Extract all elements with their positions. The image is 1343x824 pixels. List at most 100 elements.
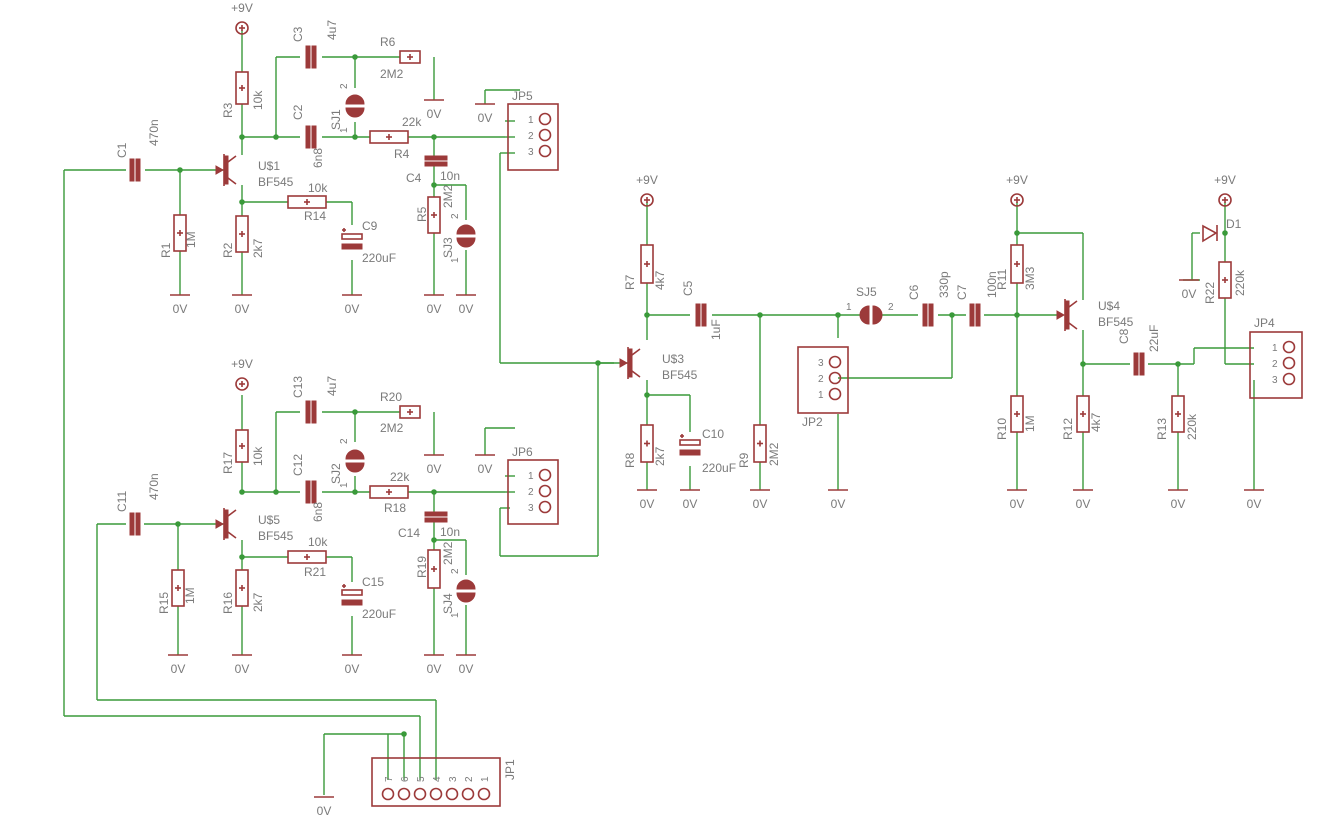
- ref-label: U$1: [258, 159, 280, 173]
- value-label: 2M2: [380, 67, 404, 81]
- pin-two-mark: 2: [450, 213, 461, 219]
- pin-number: 2: [464, 776, 475, 782]
- ground-label: 0V: [427, 107, 442, 121]
- ground-label: 0V: [171, 662, 186, 676]
- ground-symbol: 0V: [232, 654, 252, 676]
- ground-label: 0V: [427, 302, 442, 316]
- value-label: 330p: [937, 271, 951, 298]
- ground-symbol: 0V: [456, 654, 476, 676]
- ground-symbol: 0V: [1168, 489, 1188, 511]
- ref-label: R5: [415, 206, 429, 222]
- ground-label: 0V: [427, 662, 442, 676]
- ground-label: 0V: [640, 497, 655, 511]
- ref-label: R18: [384, 501, 406, 515]
- ground-label: 0V: [173, 302, 188, 316]
- ref-label: SJ5: [856, 285, 877, 299]
- ref-label: R2: [221, 242, 235, 258]
- ref-label: C11: [115, 491, 129, 512]
- ref-label: JP5: [512, 89, 533, 103]
- pin-one-mark: 1: [450, 612, 461, 618]
- ground-label: 0V: [235, 302, 250, 316]
- ref-label: R3: [221, 102, 235, 118]
- value-label: 2k7: [653, 446, 667, 466]
- ref-label: U$5: [258, 513, 280, 527]
- supply-label: +9V: [1214, 173, 1236, 187]
- ref-label: R8: [623, 452, 637, 468]
- pin-number: 1: [528, 115, 534, 126]
- ref-label: R14: [304, 209, 326, 223]
- ground-symbol: 0V: [232, 294, 252, 316]
- value-label: 1M: [183, 587, 197, 604]
- value-label: 4u7: [325, 20, 339, 40]
- ref-label: R11: [995, 269, 1009, 290]
- value-label: BF545: [662, 368, 698, 382]
- pin-number: 1: [1272, 343, 1278, 354]
- ground-label: 0V: [459, 662, 474, 676]
- value-label: BF545: [1098, 315, 1134, 329]
- ground-symbol: 0V: [828, 489, 848, 511]
- ground-symbol: 0V: [750, 489, 770, 511]
- ground-symbol: 0V: [170, 294, 190, 316]
- ground-symbol: 0V: [1179, 279, 1199, 301]
- ref-label: R19: [415, 556, 429, 578]
- value-label: 470n: [147, 119, 161, 146]
- ref-label: R9: [737, 452, 751, 468]
- ground-label: 0V: [345, 662, 360, 676]
- ref-label: R20: [380, 390, 402, 404]
- pin-two-mark: 2: [450, 568, 461, 574]
- value-label: 220k: [1185, 413, 1199, 440]
- value-label: 1uF: [709, 319, 723, 340]
- value-label: 10n: [440, 525, 460, 539]
- ref-label: SJ4: [441, 593, 455, 614]
- junctions: [175, 54, 1228, 737]
- ground-symbol: 0V: [1073, 489, 1093, 511]
- ground-label: 0V: [235, 662, 250, 676]
- ref-label: U$4: [1098, 299, 1120, 313]
- pin-one-mark: 1: [339, 127, 350, 133]
- ground-symbol: 0V: [475, 103, 495, 125]
- pin-number: 2: [1272, 359, 1278, 370]
- pin-two-mark: 2: [339, 83, 350, 89]
- value-label: 6n8: [311, 148, 325, 168]
- resistor-r14: R14 10k: [287, 181, 328, 223]
- pin-number: 1: [480, 776, 491, 782]
- ref-label: C8: [1117, 328, 1131, 344]
- value-label: 10n: [440, 169, 460, 183]
- ref-label: R17: [221, 452, 235, 474]
- wires: [63, 30, 1255, 795]
- value-label: 10k: [308, 535, 328, 549]
- ref-label: C13: [291, 376, 305, 398]
- ground-label: 0V: [459, 302, 474, 316]
- ref-label: JP2: [802, 415, 823, 429]
- value-label: 10k: [308, 181, 328, 195]
- pin-two-mark: 2: [888, 302, 894, 313]
- ref-label: R7: [623, 274, 637, 290]
- ref-label: SJ2: [329, 463, 343, 484]
